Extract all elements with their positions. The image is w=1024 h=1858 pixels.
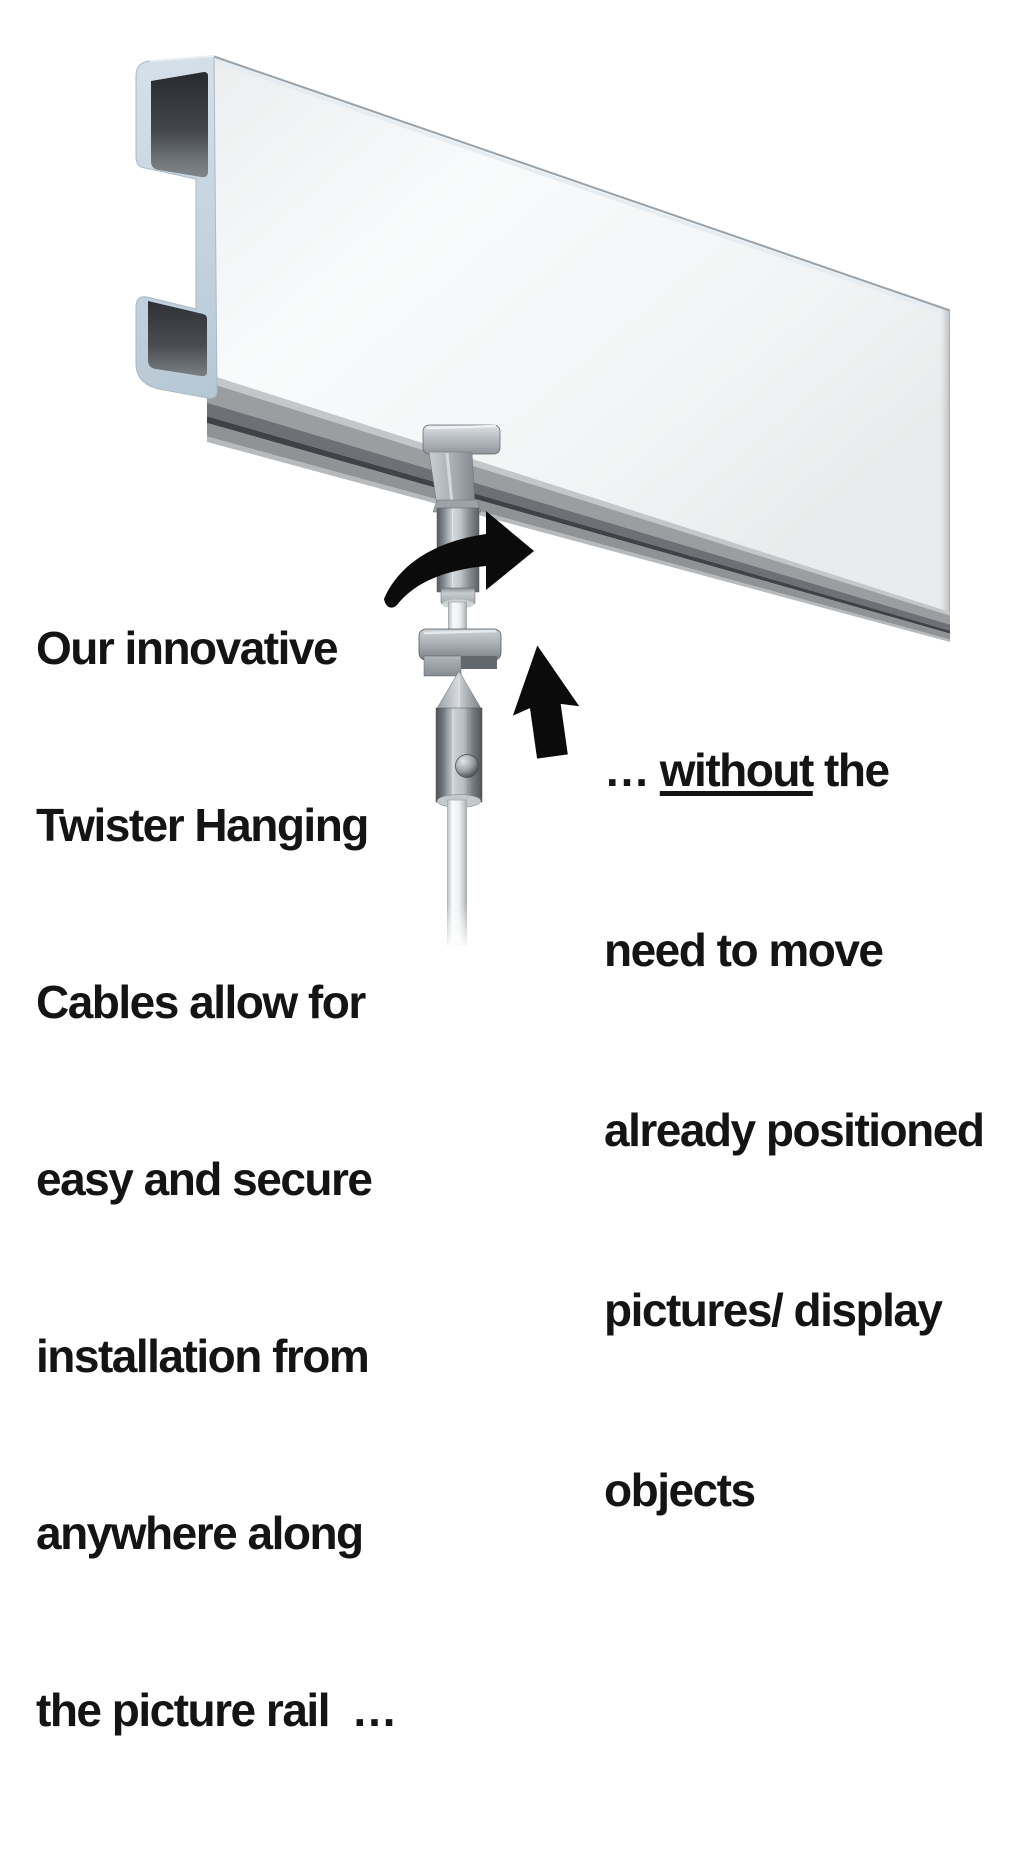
picture-rail xyxy=(135,55,951,642)
caption-ellipsis: … xyxy=(604,744,660,796)
rail-right-end-shade xyxy=(940,307,950,642)
rail-top-edge-highlight xyxy=(213,58,951,317)
twister-hook-detached xyxy=(418,628,502,808)
caption-line: Cables allow for xyxy=(36,976,366,1028)
rail-top-edge xyxy=(213,55,951,312)
rail-face xyxy=(207,56,950,612)
twister-cap-bevel xyxy=(426,424,497,430)
twist-rotation-arrow-icon xyxy=(384,511,534,608)
twister-end-flange xyxy=(423,655,462,677)
caption-line: objects xyxy=(604,1464,756,1516)
caption-line: Our innovative xyxy=(36,622,339,674)
caption-line-suffix: the xyxy=(812,744,890,796)
rail-illustration xyxy=(135,55,951,951)
underlined-word: without xyxy=(659,744,815,796)
twister-end-body xyxy=(435,707,483,803)
up-arrow-icon xyxy=(512,645,580,759)
caption-line: the picture rail … xyxy=(36,1684,398,1736)
twister-end-cap-bevel xyxy=(423,629,497,635)
caption-line: already positioned xyxy=(604,1104,985,1156)
twister-end-recess xyxy=(461,656,497,669)
twister-neck-highlight xyxy=(445,452,454,505)
caption-line: … without the xyxy=(604,740,983,800)
caption-line: need to move xyxy=(604,924,884,976)
rail-top-channel-opening xyxy=(151,72,208,178)
perlon-cable-upper xyxy=(448,601,467,634)
twister-lock-ball xyxy=(455,754,479,778)
caption-line: installation from xyxy=(36,1330,370,1382)
rail-end-profile-top-highlight xyxy=(149,55,215,62)
rail-underside xyxy=(207,374,950,642)
twister-cap xyxy=(422,424,501,455)
caption-line: anywhere along xyxy=(36,1507,364,1559)
left-caption: Our innovative Twister Hanging Cables al… xyxy=(36,501,398,1858)
rail-bottom-channel-opening xyxy=(148,301,207,377)
right-caption: … without the need to move already posit… xyxy=(604,620,985,1640)
caption-line: Twister Hanging xyxy=(36,799,369,851)
product-diagram: Our innovative Twister Hanging Cables al… xyxy=(36,55,985,1736)
caption-line: pictures/ display xyxy=(604,1284,943,1336)
cable-fade xyxy=(440,903,476,951)
caption-line: easy and secure xyxy=(36,1153,373,1205)
